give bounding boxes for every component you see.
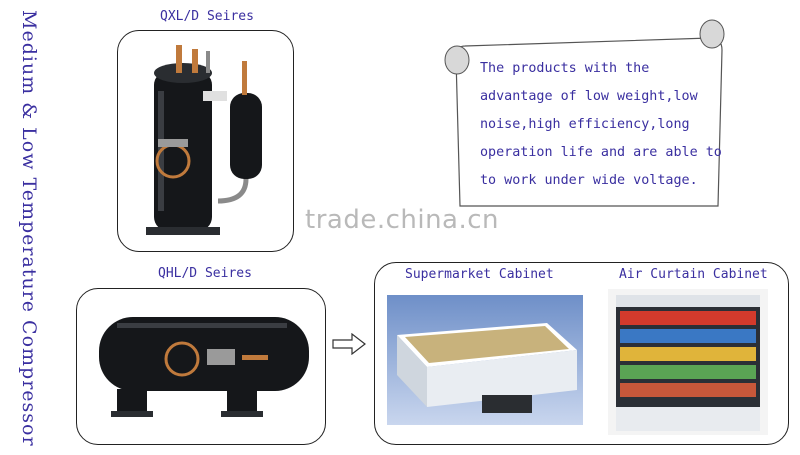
- arrow-right-icon: [332, 333, 366, 355]
- horizontal-compressor-image: [99, 317, 309, 417]
- qhl-caption: QHL/D Seires: [158, 266, 252, 281]
- cabinets-box: [374, 262, 789, 445]
- scroll-line: to work under wide voltage.: [480, 173, 698, 188]
- air-curtain-cabinet-image: [608, 289, 768, 435]
- scroll-line: advantage of low weight,low: [480, 89, 698, 104]
- side-title: Medium & Low Temperature Compressor: [18, 10, 40, 447]
- scroll-line: noise,high efficiency,long: [480, 117, 690, 132]
- supermarket-cabinet-label: Supermarket Cabinet: [405, 267, 554, 282]
- scroll-line: operation life and are able to: [480, 145, 722, 160]
- scroll-banner: [444, 19, 725, 207]
- scroll-line: The products with the: [480, 61, 650, 76]
- air-curtain-cabinet-label: Air Curtain Cabinet: [619, 267, 768, 282]
- qxl-caption: QXL/D Seires: [160, 9, 254, 24]
- rotary-compressor-image: [146, 45, 262, 235]
- scroll-description: The products with the advantage of low w…: [480, 55, 730, 195]
- qhl-product-box: [76, 288, 326, 445]
- watermark: trade.china.cn: [305, 205, 500, 235]
- supermarket-cabinet-image: [387, 295, 583, 425]
- qxl-product-box: [117, 30, 294, 252]
